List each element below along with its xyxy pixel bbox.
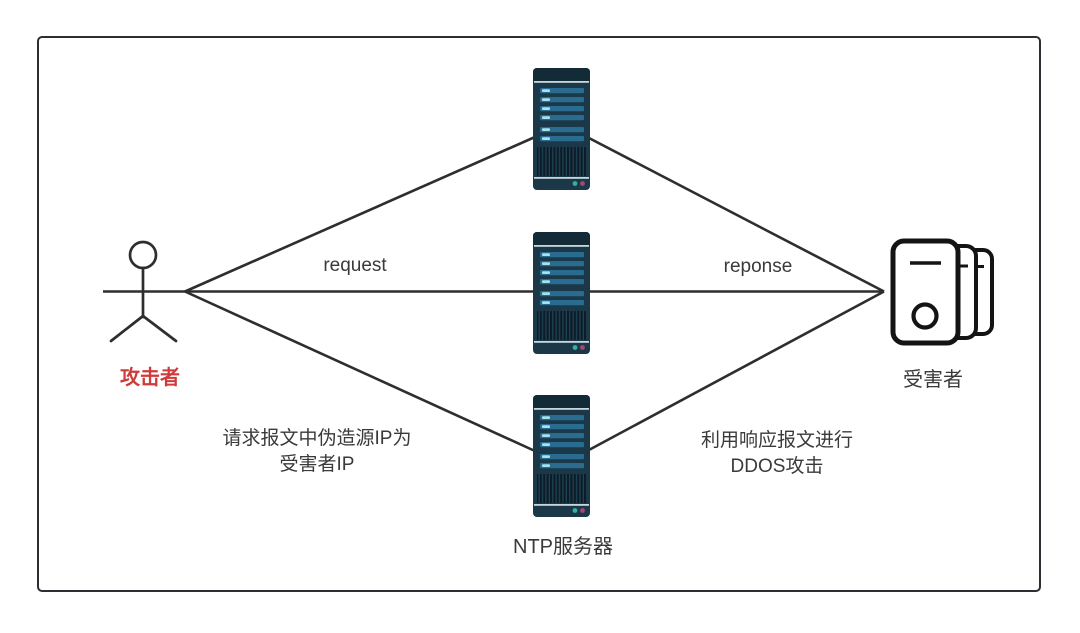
request-label: request [323, 255, 387, 276]
response-annotation-line1: 利用响应报文进行 [700, 430, 853, 451]
ntp-server-label: NTP服务器 [513, 536, 613, 558]
victim-label: 受害者 [903, 369, 963, 391]
ntp-server-icon-bottom [533, 395, 590, 517]
request-annotation-line2: 受害者IP [279, 454, 355, 476]
response-annotation: 利用响应报文进行 DDOS攻击 [677, 428, 877, 480]
attacker-label: 攻击者 [120, 367, 180, 389]
request-annotation: 请求报文中伪造源IP为 受害者IP [207, 426, 427, 478]
flow-line-response-top [586, 135, 885, 293]
ntp-server-icon-middle [533, 232, 590, 354]
ntp-server-icon-top [533, 68, 590, 190]
victim-devices-icon [890, 238, 994, 346]
flow-line-request-bottom [184, 290, 536, 453]
response-label: reponse [723, 256, 793, 277]
attacker-icon [109, 240, 178, 343]
flow-line-response-bottom [586, 290, 885, 453]
flow-line-request-top [184, 135, 536, 293]
request-annotation-line1: 请求报文中伪造源IP为 [222, 428, 412, 449]
flow-lines [103, 135, 885, 453]
response-annotation-line2: DDOS攻击 [730, 456, 824, 478]
